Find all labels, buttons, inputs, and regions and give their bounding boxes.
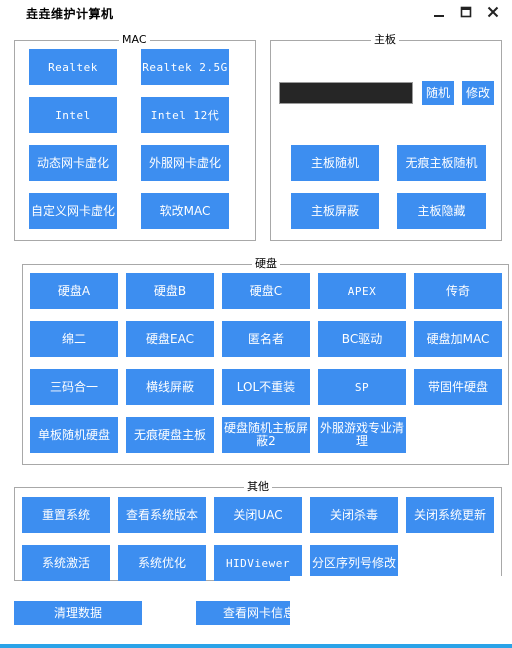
board-hide-button[interactable]: 主板隐藏	[397, 193, 486, 229]
board-group-label: 主板	[371, 33, 399, 47]
mac-group-label: MAC	[119, 33, 150, 47]
disk-b-button[interactable]: 硬盘B	[126, 273, 214, 309]
disk-eac-button[interactable]: 硬盘EAC	[126, 321, 214, 357]
disk-apex-button[interactable]: APEX	[318, 273, 406, 309]
disk-sp-button[interactable]: SP	[318, 369, 406, 405]
system-version-button[interactable]: 查看系统版本	[118, 497, 206, 533]
disk-legend-button[interactable]: 传奇	[414, 273, 502, 309]
disk-line-shield-button[interactable]: 横线屏蔽	[126, 369, 214, 405]
other-group-label: 其他	[244, 480, 272, 494]
board-random-main-button[interactable]: 主板随机	[291, 145, 379, 181]
disk-lol-button[interactable]: LOL不重装	[222, 369, 310, 405]
minimize-icon[interactable]	[428, 2, 450, 22]
view-nic-info-button[interactable]: 查看网卡信息	[196, 601, 290, 625]
disk-group: 硬盘	[22, 257, 509, 465]
disk-traceless-board-button[interactable]: 无痕硬盘主板	[126, 417, 214, 453]
board-group: 主板	[270, 33, 502, 241]
mac-custom-nic-button[interactable]: 自定义网卡虚化	[29, 193, 117, 229]
system-optimize-button[interactable]: 系统优化	[118, 545, 206, 581]
disk-mianer-button[interactable]: 绵二	[30, 321, 118, 357]
window-title: 垚垚维护计算机	[26, 7, 114, 21]
view-nic-info-label: 查看网卡信息	[223, 605, 290, 620]
disable-uac-button[interactable]: 关闭UAC	[214, 497, 302, 533]
accent-line	[0, 644, 512, 648]
mac-intel-12-button[interactable]: Intel 12代	[141, 97, 229, 133]
close-icon[interactable]	[482, 2, 504, 22]
disk-firmware-button[interactable]: 带固件硬盘	[414, 369, 502, 405]
disk-plus-mac-button[interactable]: 硬盘加MAC	[414, 321, 502, 357]
board-serial-input[interactable]	[279, 82, 413, 104]
disk-foreign-game-clean-button[interactable]: 外服游戏专业清理	[318, 417, 406, 453]
board-traceless-random-button[interactable]: 无痕主板随机	[397, 145, 486, 181]
disk-three-in-one-button[interactable]: 三码合一	[30, 369, 118, 405]
board-modify-button[interactable]: 修改	[462, 81, 494, 105]
disk-bc-driver-button[interactable]: BC驱动	[318, 321, 406, 357]
disk-c-button[interactable]: 硬盘C	[222, 273, 310, 309]
mac-realtek-2-5g-button[interactable]: Realtek 2.5G	[141, 49, 229, 85]
occluded-area	[290, 576, 512, 648]
board-shield-button[interactable]: 主板屏蔽	[291, 193, 379, 229]
mac-group: MAC	[14, 33, 256, 241]
disable-antivirus-button[interactable]: 关闭杀毒	[310, 497, 398, 533]
disk-anonymous-button[interactable]: 匿名者	[222, 321, 310, 357]
clear-data-button[interactable]: 清理数据	[14, 601, 142, 625]
system-activate-button[interactable]: 系统激活	[22, 545, 110, 581]
maximize-icon[interactable]	[455, 2, 477, 22]
hidviewer-button[interactable]: HIDViewer	[214, 545, 302, 581]
mac-realtek-button[interactable]: Realtek	[29, 49, 117, 85]
mac-soft-change-button[interactable]: 软改MAC	[141, 193, 229, 229]
disable-update-button[interactable]: 关闭系统更新	[406, 497, 494, 533]
partition-serial-button[interactable]: 分区序列号修改	[310, 545, 398, 581]
disk-group-label: 硬盘	[252, 257, 280, 271]
reset-system-button[interactable]: 重置系统	[22, 497, 110, 533]
disk-random-board-shield2-button[interactable]: 硬盘随机主板屏蔽2	[222, 417, 310, 453]
mac-dynamic-nic-button[interactable]: 动态网卡虚化	[29, 145, 117, 181]
disk-single-board-random-button[interactable]: 单板随机硬盘	[30, 417, 118, 453]
disk-a-button[interactable]: 硬盘A	[30, 273, 118, 309]
board-random-button[interactable]: 随机	[422, 81, 454, 105]
mac-foreign-nic-button[interactable]: 外服网卡虚化	[141, 145, 229, 181]
mac-intel-button[interactable]: Intel	[29, 97, 117, 133]
